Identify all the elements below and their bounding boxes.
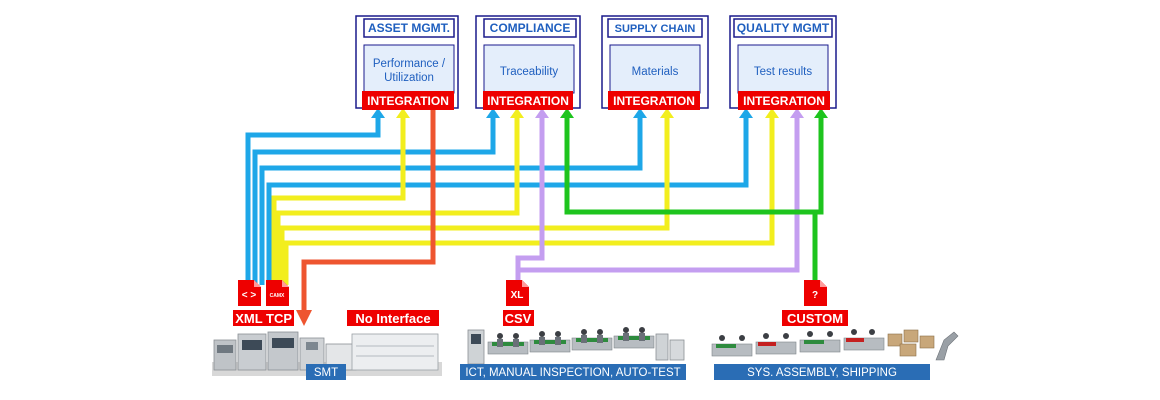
module-title: ASSET MGMT.: [368, 21, 450, 35]
file-fold: [522, 280, 529, 287]
yellow-line-supply: [279, 115, 670, 285]
arrow-yellow-compliance: [510, 108, 524, 118]
module-title: SUPPLY CHAIN: [615, 23, 696, 35]
arrow-purple-compliance: [535, 108, 549, 118]
purple-line-compliance: [515, 115, 545, 285]
stage-label-smt: SMT: [306, 364, 346, 380]
file-icon-label: < >: [242, 290, 257, 301]
module-title-box: [607, 18, 703, 38]
green-line-compliance: [564, 115, 818, 285]
file-icon-label: ?: [812, 290, 818, 301]
arrow-green-quality: [814, 108, 828, 118]
arrow-blue-quality: [739, 108, 753, 118]
label-csv: CSV: [503, 310, 534, 326]
arrow-yellow-supply: [660, 108, 674, 118]
connector-lines: [245, 108, 824, 312]
file-icon-custom: ?: [804, 280, 827, 306]
assembly-shipping-illustration: [711, 329, 959, 361]
module-title-box: [483, 18, 577, 38]
module-compliance: COMPLIANCE Traceability INTEGRATION: [475, 15, 581, 110]
integration-label: INTEGRATION: [487, 94, 569, 108]
integration-label: INTEGRATION: [367, 94, 449, 108]
integration-label: INTEGRATION: [613, 94, 695, 108]
arrow-blue-supply: [633, 108, 647, 118]
svg-text:TCP: TCP: [266, 311, 292, 326]
integration-label: INTEGRATION: [743, 94, 825, 108]
module-body-box: [609, 44, 701, 94]
integration-bar: [738, 91, 830, 110]
file-icon-xml: < >: [238, 280, 261, 306]
arrow-purple-quality: [790, 108, 804, 118]
arrow-yellow-quality: [765, 108, 779, 118]
module-body-line-1: Test results: [754, 66, 812, 78]
module-supply-chain: SUPPLY CHAIN Materials INTEGRATION: [601, 15, 709, 110]
module-body-line-1: Traceability: [500, 66, 559, 78]
blue-line-quality: [266, 115, 749, 285]
file-fold: [282, 280, 289, 287]
stage-label-assembly: SYS. ASSEMBLY, SHIPPING: [714, 364, 930, 380]
arrow-orange-no-interface: [296, 310, 312, 326]
svg-text:SMT: SMT: [314, 367, 338, 379]
svg-text:XML: XML: [235, 311, 263, 326]
module-title-box: [733, 18, 833, 38]
module-title: COMPLIANCE: [490, 21, 571, 35]
module-body-box: [363, 44, 455, 94]
module-body-line-1: Materials: [632, 66, 679, 78]
integration-bar: [362, 91, 454, 110]
yellow-line-quality: [283, 115, 775, 285]
orange-line-asset: [301, 108, 436, 312]
yellow-line-asset: [271, 115, 406, 285]
svg-text:CUSTOM: CUSTOM: [787, 311, 843, 326]
arrow-green-compliance: [560, 108, 574, 118]
test-stations-illustration: [467, 327, 685, 365]
svg-text:CSV: CSV: [505, 311, 532, 326]
file-icon-tcp: CAMX: [266, 280, 289, 306]
svg-text:ICT, MANUAL INSPECTION, AUTO-T: ICT, MANUAL INSPECTION, AUTO-TEST: [465, 367, 680, 379]
svg-text:No Interface: No Interface: [355, 311, 430, 326]
arrow-yellow-asset: [396, 108, 410, 118]
file-icon-csv: XL: [506, 280, 529, 306]
module-quality-mgmt: QUALITY MGMT Test results INTEGRATION: [729, 15, 837, 110]
purple-line-quality: [515, 115, 800, 285]
module-title-box: [363, 18, 455, 38]
label-xml: XML: [233, 310, 266, 326]
file-fold: [820, 280, 827, 287]
yellow-line-compliance: [275, 115, 520, 285]
integration-bar: [483, 91, 573, 110]
arrow-blue-compliance: [486, 108, 500, 118]
blue-line-asset: [245, 115, 381, 285]
integration-bar: [608, 91, 700, 110]
label-custom: CUSTOM: [782, 310, 848, 326]
svg-text:SYS. ASSEMBLY, SHIPPING: SYS. ASSEMBLY, SHIPPING: [747, 367, 897, 379]
stage-label-test: ICT, MANUAL INSPECTION, AUTO-TEST: [460, 364, 686, 380]
file-icon-label: CAMX: [270, 293, 285, 299]
module-body-line-1: Performance /: [373, 58, 446, 70]
label-tcp: TCP: [264, 310, 294, 326]
green-line-quality: [812, 115, 824, 285]
file-icon-label: XL: [511, 290, 524, 301]
blue-line-supply: [259, 115, 643, 285]
blue-line-compliance: [252, 115, 496, 285]
label-no-interface: No Interface: [347, 310, 439, 326]
module-asset-mgmt: ASSET MGMT. Performance / Utilization IN…: [355, 15, 459, 110]
arrowheads: [296, 108, 828, 326]
file-fold: [254, 280, 261, 287]
arrow-blue-asset: [371, 108, 385, 118]
module-body-line-2: Utilization: [384, 72, 434, 84]
module-title: QUALITY MGMT: [737, 21, 830, 35]
